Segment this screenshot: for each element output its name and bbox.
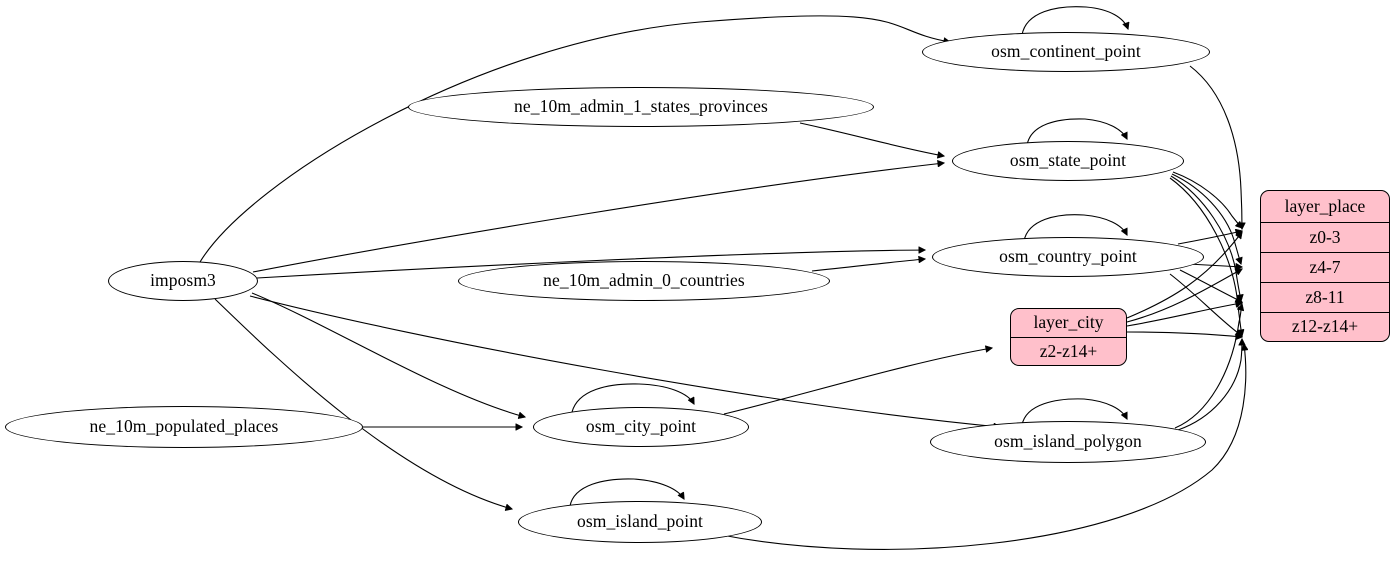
layer_city-title: layer_city	[1033, 312, 1104, 333]
node-osm_state_point[interactable]: osm_state_point	[952, 141, 1184, 181]
node-layer_city[interactable]: layer_city z2-z14+	[1010, 308, 1127, 366]
edge-ne_admin_1-to-osm_state_point	[799, 122, 944, 156]
edge-layer_city-to-layer_place-z0-3	[1126, 232, 1242, 319]
edge-osm_country_point-to-layer_place-z0-3	[1177, 231, 1242, 245]
node-osm_city_point[interactable]: osm_city_point	[533, 407, 749, 447]
node-osm_island_polygon[interactable]: osm_island_polygon	[930, 421, 1206, 463]
layer_place-port-z4-7[interactable]: z4-7	[1261, 252, 1389, 282]
edge-imposm3-to-osm_continent_point	[199, 15, 950, 263]
node-ne_10m_admin_1_states_provinces[interactable]: ne_10m_admin_1_states_provinces	[408, 87, 874, 127]
self-loop-osm_country_point	[1023, 214, 1127, 242]
edge-imposm3-to-osm_island_point	[214, 298, 512, 509]
node-label: ne_10m_populated_places	[89, 416, 279, 437]
edge-layer_city-to-layer_place-z12-z14+	[1126, 331, 1242, 337]
node-ne_10m_admin_0_countries[interactable]: ne_10m_admin_0_countries	[458, 261, 830, 301]
edge-imposm3-to-osm_state_point	[252, 163, 944, 273]
node-imposm3[interactable]: imposm3	[108, 261, 258, 301]
self-loop-osm_island_polygon	[1021, 398, 1127, 426]
edge-osm_city_point-to-layer_city-z2-z14+	[723, 348, 992, 415]
node-label: imposm3	[150, 270, 216, 291]
self-loop-osm_city_point	[571, 383, 694, 413]
node-label: osm_country_point	[999, 246, 1137, 267]
edge-osm_country_point-to-layer_place-z12-z14+	[1169, 273, 1242, 336]
edge-osm_country_point-to-layer_place-z4-7	[1187, 264, 1242, 267]
edge-ne_admin_0-to-osm_country_point	[811, 259, 925, 272]
edge-osm_island_point-to-layer_place-z12-z14+	[721, 344, 1246, 550]
node-label: ne_10m_admin_0_countries	[543, 270, 745, 291]
edge-osm_island_polygon-to-layer_place-z8-11	[1174, 304, 1242, 429]
self-loop-osm_state_point	[1026, 118, 1127, 146]
layer_city-port-z2-z14plus[interactable]: z2-z14+	[1011, 337, 1126, 365]
edge-layer_city-to-layer_place-z4-7	[1126, 269, 1242, 323]
edge-layer_city-to-layer_place-z8-11	[1126, 303, 1242, 327]
node-ne_10m_populated_places[interactable]: ne_10m_populated_places	[5, 406, 363, 448]
layer_place-port-z12-z14plus[interactable]: z12-z14+	[1261, 312, 1389, 340]
edge-imposm3-to-osm_country_point	[256, 250, 925, 279]
edge-osm_continent_point-to-layer_place-z0-3	[1189, 65, 1242, 229]
node-osm_country_point[interactable]: osm_country_point	[932, 237, 1204, 277]
self-loop-osm_continent_point	[1021, 6, 1128, 36]
edge-osm_state_point-to-layer_place-z8-11	[1170, 175, 1241, 301]
node-label: osm_continent_point	[991, 41, 1141, 62]
layer_place-title: layer_place	[1284, 195, 1366, 216]
layer_place-port-z8-11[interactable]: z8-11	[1261, 282, 1389, 312]
self-loop-osm_island_point	[569, 478, 684, 507]
node-label: ne_10m_admin_1_states_provinces	[514, 96, 768, 117]
node-label: osm_state_point	[1009, 150, 1127, 171]
layer_place-port-z0-3[interactable]: z0-3	[1261, 222, 1389, 252]
node-label: osm_island_polygon	[994, 431, 1142, 452]
edge-osm_state_point-to-layer_place-z0-3	[1172, 171, 1242, 228]
node-osm_continent_point[interactable]: osm_continent_point	[922, 32, 1210, 72]
edge-osm_state_point-to-layer_place-z12-z14+	[1169, 177, 1242, 336]
node-osm_island_point[interactable]: osm_island_point	[518, 501, 762, 543]
edge-imposm3-to-osm_island_polygon	[249, 295, 1000, 427]
edge-osm_state_point-to-layer_place-z4-7	[1171, 173, 1241, 264]
edge-imposm3-to-osm_city_point	[251, 292, 525, 417]
node-layer_place[interactable]: layer_place z0-3 z4-7 z8-11 z12-z14+	[1260, 190, 1390, 342]
node-label: osm_city_point	[585, 416, 697, 437]
node-label: osm_island_point	[576, 511, 704, 532]
